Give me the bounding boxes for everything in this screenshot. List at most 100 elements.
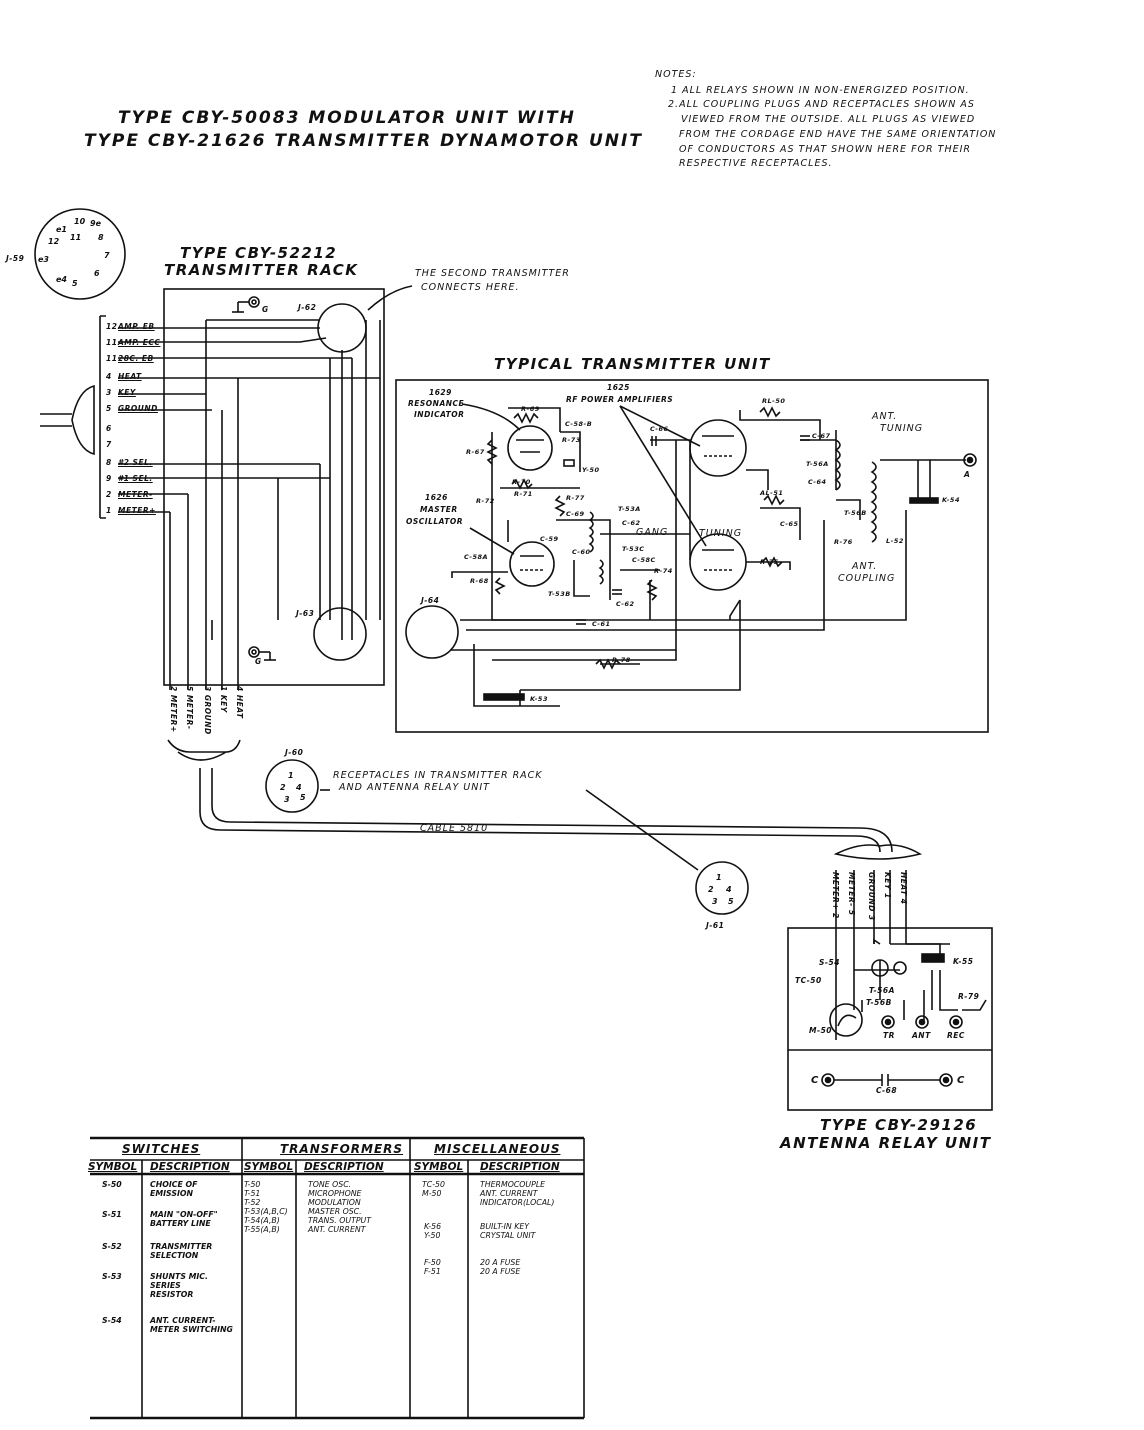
- note-line-2: 2.ALL COUPLING PLUGS AND RECEPTACLES SHO…: [668, 99, 975, 110]
- component-label: C-58C: [632, 556, 656, 564]
- plug-pin-label: METER+: [118, 506, 156, 515]
- gang-label: GANG: [636, 527, 669, 538]
- note-line-3: VIEWED FROM THE OUTSIDE. ALL PLUGS AS VI…: [681, 114, 976, 125]
- plug-pin-number: 12: [106, 322, 118, 331]
- component-label: C-64: [808, 478, 827, 486]
- switch-symbol: S-52: [102, 1242, 122, 1251]
- legend-misc-symbols-2: K-56 Y-50: [424, 1222, 442, 1240]
- k54-relay: [909, 497, 939, 504]
- j64-connector: [405, 605, 459, 659]
- component-label: R-77: [566, 494, 585, 502]
- legend-misc-desc-2: BUILT-IN KEY CRYSTAL UNIT: [480, 1222, 536, 1240]
- s54-label: S-54: [819, 958, 840, 967]
- k55-label: K-55: [953, 957, 974, 966]
- plug-pin-number: 6: [106, 424, 112, 433]
- receptacles-note-2: AND ANTENNA RELAY UNIT: [339, 782, 490, 793]
- svg-text:5: 5: [728, 897, 734, 906]
- plug-pin-number: 5: [106, 404, 112, 413]
- svg-text:2: 2: [280, 783, 286, 792]
- plug-pin-number: 11: [106, 354, 118, 363]
- tube-1626-desc-2: OSCILLATOR: [406, 517, 463, 526]
- j61-label: J-61: [706, 921, 725, 930]
- j60-connector: [265, 759, 319, 813]
- legend-misc-symbols-1: TC-50 M-50: [422, 1180, 445, 1198]
- tube-1629: [507, 425, 553, 471]
- plug-pin-number: 2: [106, 490, 112, 499]
- tube-1626-label: 1626: [425, 493, 448, 502]
- legend-table: SWITCHES TRANSFORMERS MISCELLANEOUS SYMB…: [86, 1138, 584, 1418]
- receptacles-note-1: RECEPTACLES IN TRANSMITTER RACK: [333, 770, 543, 781]
- component-label: C-62: [616, 600, 635, 608]
- second-tx-leader: [367, 285, 413, 311]
- svg-text:e3: e3: [38, 255, 49, 264]
- component-label: R-74: [654, 567, 673, 575]
- svg-text:2: 2: [708, 885, 714, 894]
- c68-capacitor: [834, 1074, 940, 1086]
- c68-label: C-68: [876, 1086, 898, 1095]
- t56b-label: T-56B: [866, 998, 892, 1007]
- component-label: R-70: [512, 478, 531, 486]
- switch-description: TRANSMITTER SELECTION: [150, 1242, 213, 1260]
- component-label: R-72: [476, 497, 495, 505]
- plug-pin-label: HEAT: [118, 372, 142, 381]
- legend-misc-desc-3: 20 A FUSE 20 A FUSE: [480, 1258, 521, 1276]
- component-label: R-69: [521, 405, 540, 413]
- component-label: R-71: [514, 490, 533, 498]
- ant-tuning-2: TUNING: [880, 423, 924, 434]
- switch-symbol: S-50: [102, 1180, 122, 1189]
- relay-unit-jacks: [821, 1015, 963, 1087]
- thermocouple: [871, 959, 889, 977]
- plug-pin-number: 3: [106, 388, 112, 397]
- svg-text:11: 11: [70, 233, 81, 242]
- tank-coils: [588, 439, 877, 585]
- component-label: C-66: [650, 425, 669, 433]
- t56a-label: T-56A: [869, 986, 895, 995]
- rack-title-2: TRANSMITTER RACK: [164, 261, 359, 279]
- capacitors: [563, 435, 810, 625]
- tr-label: TR: [883, 1031, 895, 1040]
- m50-meter: [829, 1003, 863, 1037]
- tube-1625-bottom: [689, 533, 747, 591]
- plug-pin-number: 11: [106, 338, 118, 347]
- notes-heading: NOTES:: [655, 69, 697, 80]
- plug-pin-label: KEY: [118, 388, 136, 397]
- j59-label: J-59: [6, 254, 25, 263]
- relay-unit-title-2: ANTENNA RELAY UNIT: [780, 1134, 992, 1152]
- component-label: C-58A: [464, 553, 489, 561]
- title-line-1: TYPE CBY-50083 MODULATOR UNIT WITH: [118, 108, 576, 128]
- switch-description: ANT. CURRENT- METER SWITCHING: [150, 1316, 233, 1334]
- component-label: T-53A: [618, 505, 641, 513]
- j61-connector: [695, 861, 749, 915]
- title-line-2: TYPE CBY-21626 TRANSMITTER DYNAMOTOR UNI…: [84, 131, 643, 151]
- svg-text:e4: e4: [56, 275, 67, 284]
- ant-label: ANT: [912, 1031, 931, 1040]
- tube-1626: [509, 541, 555, 587]
- ground-symbols: [232, 296, 276, 661]
- svg-text:e1: e1: [56, 225, 67, 234]
- svg-text:3: 3: [712, 897, 718, 906]
- legend-switches-desc-col: DESCRIPTION: [150, 1161, 230, 1173]
- svg-text:6: 6: [94, 269, 100, 278]
- plug-pin-label: AMP. Eb: [118, 322, 155, 331]
- svg-text:4: 4: [725, 885, 732, 894]
- component-label: K-54: [942, 496, 960, 504]
- ground-label-top: G: [262, 305, 269, 314]
- svg-text:9e: 9e: [90, 219, 102, 228]
- k53-relay: [483, 693, 525, 701]
- legend-switches-symbol-col: SYMBOL: [88, 1161, 138, 1173]
- j62-label: J-62: [298, 303, 317, 312]
- rec-label: REC: [947, 1031, 965, 1040]
- transmitter-unit-box: [395, 379, 989, 733]
- tube-1626-desc-1: MASTER: [420, 505, 458, 514]
- svg-text:4: 4: [295, 783, 302, 792]
- switch-description: MAIN "ON-OFF" BATTERY LINE: [150, 1210, 218, 1228]
- legend-transformer-symbols: T-50 T-51 T-52 T-53(A,B,C) T-54(A,B) T-5…: [244, 1180, 288, 1234]
- component-label: R-67: [466, 448, 485, 456]
- legend-transformers-title: TRANSFORMERS: [280, 1142, 404, 1156]
- note-line-5: OF CONDUCTORS AS THAT SHOWN HERE FOR THE…: [679, 144, 971, 155]
- legend-misc-desc-col: DESCRIPTION: [480, 1161, 560, 1173]
- tube-1625-desc: RF POWER AMPLIFIERS: [566, 395, 674, 404]
- plug-pin-number: 1: [106, 506, 112, 515]
- component-label: T-53C: [622, 545, 645, 553]
